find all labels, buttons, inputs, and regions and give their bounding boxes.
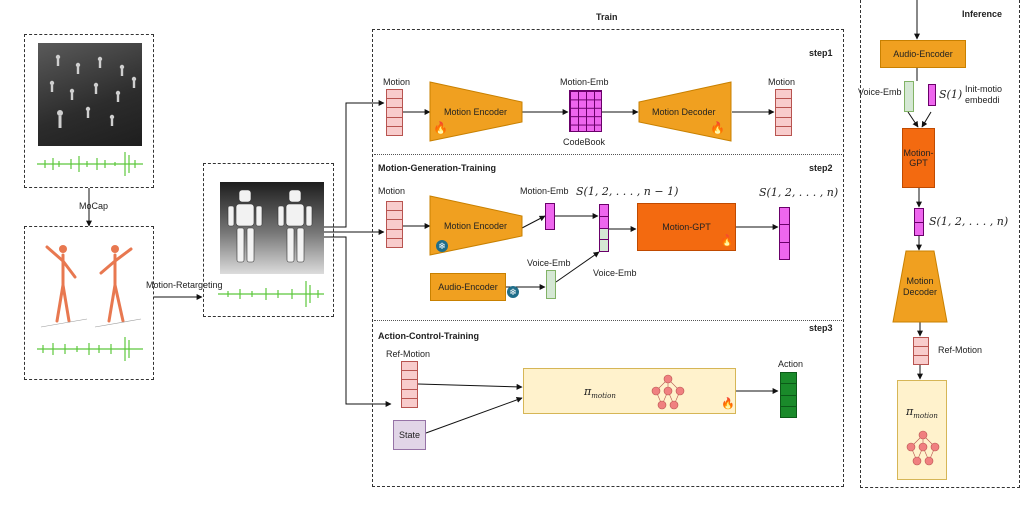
step2-seq-out-label: S(1, 2, . . . , n) [759,186,839,199]
inf-gpt-label-2: GPT [909,158,928,168]
skeleton-audio-waveform [37,337,143,361]
train-title: Train [596,12,618,22]
mocap-label: MoCap [79,201,109,211]
step2-encoder-frozen-icon: ❄ [436,240,448,252]
inf-gpt-box: Motion- GPT [902,128,935,188]
step3-label: step3 [809,323,833,333]
step1-decoder-flame-icon: 🔥 [710,121,725,135]
skeleton-motion-panel [24,226,154,380]
step2-encoder-label: Motion Encoder [444,221,508,231]
step2-voice-emb-token [546,270,556,299]
mocap-audio-waveform [37,152,143,176]
step2-motion-emb-token [545,203,555,230]
step2-seq-in-label: S(1, 2, . . . , n − 1) [576,185,679,198]
step3-action-tokens [780,372,797,418]
step1-decoder-label: Motion Decoder [652,107,716,117]
step2-label: step2 [809,163,833,173]
step2-audio-encoder-label: Audio-Encoder [438,282,498,292]
inf-decoder-label-1: Motion [906,276,934,286]
step2-audio-encoder-box: Audio-Encoder [430,273,506,301]
step2-encoder-shape [429,195,523,256]
step2-seq-out-tokens [779,207,790,260]
inf-s1-label: S(1) [939,88,963,101]
step2-concat-tokens [599,204,609,252]
step3-policy-flame-icon: 🔥 [721,398,735,410]
step2-title: Motion-Generation-Training [378,163,496,173]
inf-s1-token [928,84,936,106]
inf-decoder-shape [892,250,948,323]
step2-motion-in-label: Motion [378,186,406,196]
step3-state-box: State [393,420,426,450]
step1-motion-out-label: Motion [768,77,796,87]
inf-init-label-2: embeddi [965,95,1000,105]
step3-state-label: State [398,430,420,440]
codebook-grid [569,90,602,132]
step1-decoder-shape [638,81,732,142]
step3-policy-box: πmotion 🔥 [523,368,736,414]
step1-emb-label: Motion-Emb [560,77,609,87]
step1-motion-in-tokens [386,89,403,136]
skeleton-figures [40,245,142,328]
retargeting-label: Motion-Retargeting [146,280,223,290]
step2-voice-emb-label: Voice-Emb [527,258,571,268]
inf-decoder-label-2: Decoder [902,287,938,297]
step3-ref-motion-label: Ref-Motion [386,349,431,359]
inf-ref-motion-tokens [913,337,929,365]
step2-gpt-flame-icon: 🔥 [720,235,734,247]
step1-label: step1 [809,48,833,58]
step3-title: Action-Control-Training [378,331,479,341]
inf-voice-emb-token [904,81,914,112]
inf-policy-label: πmotion [906,405,938,421]
step2-gpt-label: Motion-GPT [662,222,711,232]
step3-action-label: Action [778,359,804,369]
step2-emb-label: Motion-Emb [520,186,569,196]
train-panel [372,29,844,487]
step1-encoder-label: Motion Encoder [444,107,508,117]
robot-audio-waveform [218,281,324,307]
inf-init-label-1: Init-motio [965,84,1003,94]
step1-motion-out-tokens [775,89,792,136]
inf-seq-tokens [914,208,924,236]
mocap-capture-panel [24,34,154,188]
step3-policy-network-icon [651,374,685,410]
inf-policy-network-icon [906,430,940,466]
codebook-label: CodeBook [563,137,606,147]
inf-seq-label: S(1, 2, . . . , n) [929,215,1009,228]
robot-motion-panel [203,163,334,317]
inf-gpt-label-1: Motion- [903,148,934,158]
step3-policy-label: πmotion [584,385,616,401]
step1-motion-in-label: Motion [383,77,411,87]
step2-divider [374,320,842,321]
step1-encoder-flame-icon: 🔥 [433,121,448,135]
inf-policy-box: πmotion [897,380,947,480]
step2-gpt-box: Motion-GPT [637,203,736,251]
step2-audio-encoder-frozen-icon: ❄ [507,286,519,298]
step1-encoder-shape [429,81,523,142]
robot-photo [220,182,324,274]
mocap-photo [38,43,142,146]
step2-voice-emb-label-2: Voice-Emb [593,268,637,278]
inf-audio-encoder-box: Audio-Encoder [880,40,966,68]
inference-title: Inference [962,9,1003,19]
inf-ref-motion-label: Ref-Motion [938,345,983,355]
step1-divider [374,154,842,155]
step3-ref-motion-tokens [401,361,418,408]
inf-audio-encoder-label: Audio-Encoder [893,49,953,59]
step2-motion-in-tokens [386,201,403,248]
inf-voice-emb-label: Voice-Emb [858,87,902,97]
